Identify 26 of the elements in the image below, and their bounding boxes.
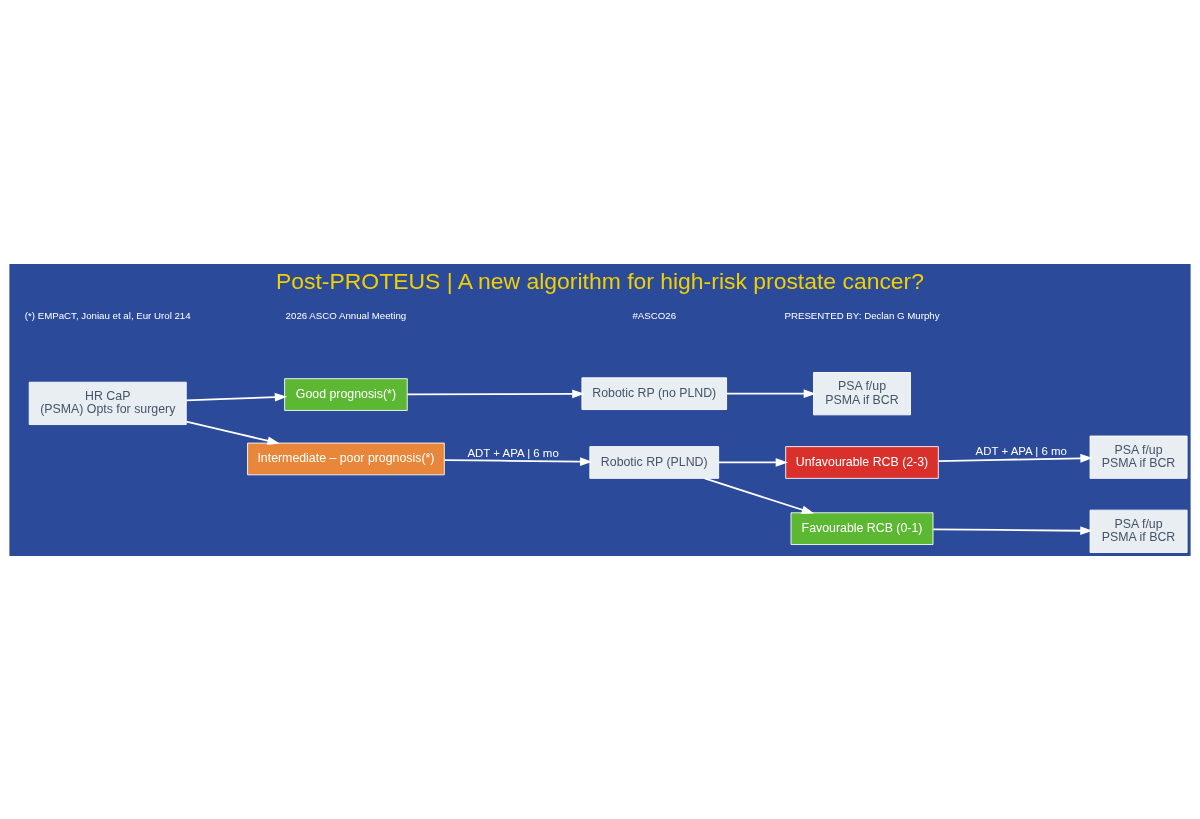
node-box: Favourable RCB (0-1) (790, 511, 934, 545)
node-box: Good prognosis(*) (284, 377, 408, 411)
label: 2026 ASCO Annual Meeting (285, 309, 407, 321)
label: (*) EMPaCT, Joniau et al, Eur Urol 214 (24, 309, 191, 321)
node-box: Unfavourable RCB (2-3) (785, 445, 939, 479)
arrow (725, 388, 817, 398)
diagram-title: Post-PROTEUS | A new algorithm for high-risk prostate cancer? (275, 267, 925, 294)
node-box: PSA f/up PSMA if BCR (1089, 435, 1188, 479)
node-box: PSA f/up PSMA if BCR (1089, 509, 1188, 553)
node-box: Robotic RP (PLND) (589, 445, 720, 479)
arrow (443, 456, 593, 466)
node-box: HR CaP (PSMA) Opts for surgery (28, 381, 187, 425)
node-box: PSA f/up PSMA if BCR (813, 371, 911, 415)
arrow (185, 420, 280, 445)
edge-label: ADT + APA | 6 mo (975, 444, 1067, 457)
edge-label: ADT + APA | 6 mo (467, 446, 559, 459)
arrow (937, 453, 1093, 463)
node-box: Intermediate – poor prognosis(*) (247, 442, 445, 475)
arrow (703, 477, 815, 514)
label: #ASCO26 (632, 309, 677, 321)
arrow (932, 525, 1093, 535)
node-box: Robotic RP (no PLND) (581, 376, 728, 410)
arrow (718, 457, 789, 467)
arrow (185, 392, 288, 401)
arrow (406, 389, 585, 398)
label: PRESENTED BY: Declan G Murphy (784, 309, 940, 321)
